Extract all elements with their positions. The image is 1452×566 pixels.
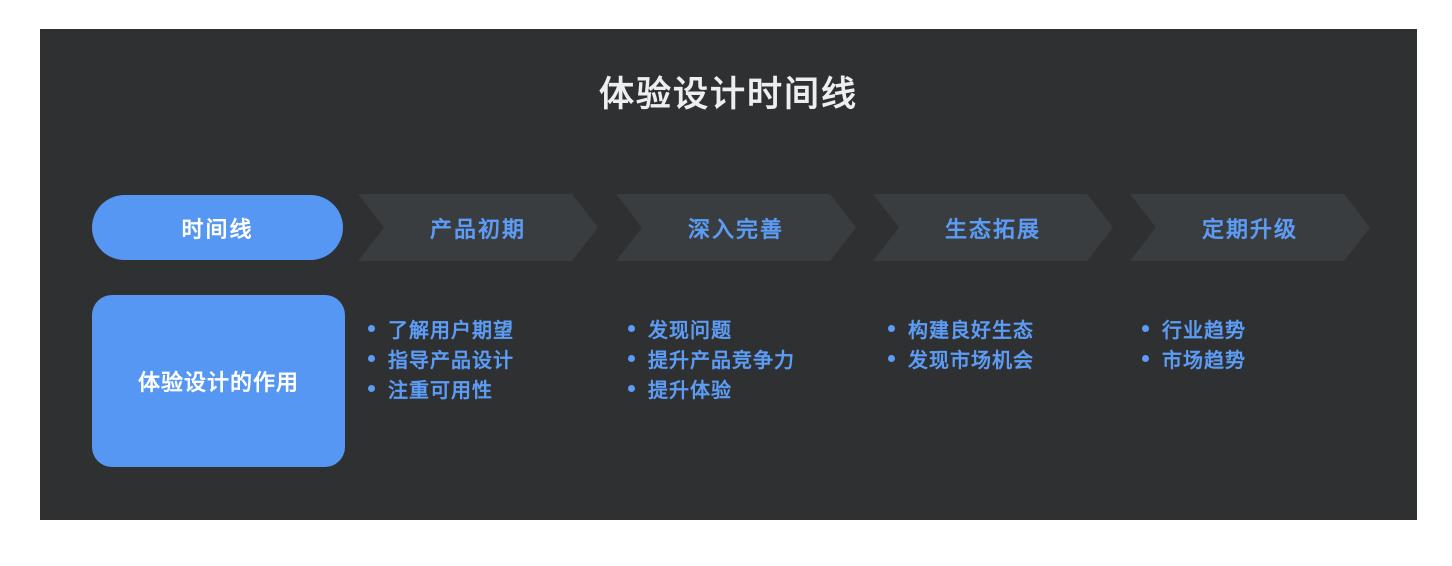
list-item-label: 指导产品设计 (388, 349, 514, 372)
list-item-label: 提升体验 (648, 379, 732, 402)
bullet-icon (888, 324, 895, 332)
bullet-icon (628, 324, 635, 332)
stage-chevron-4: 定期升级 (1130, 194, 1370, 261)
bullet-icon (888, 354, 895, 362)
stage-chevron-2: 深入完善 (616, 194, 856, 261)
list-item: 市场趋势 (1142, 343, 1378, 373)
row-header-label: 体验设计的作用 (137, 370, 299, 395)
stage-chevron-1: 产品初期 (358, 194, 598, 261)
bullet-icon (1142, 324, 1149, 332)
list-item-label: 提升产品竞争力 (648, 349, 795, 372)
stage-label: 深入完善 (687, 216, 784, 242)
list-item: 提升体验 (628, 373, 864, 403)
row-header-box: 体验设计的作用 (92, 295, 345, 467)
stage-label: 产品初期 (429, 216, 526, 242)
list-item: 注重可用性 (368, 373, 604, 403)
list-item: 发现问题 (628, 313, 864, 343)
list-item-label: 市场趋势 (1162, 349, 1246, 372)
list-item-label: 行业趋势 (1162, 319, 1246, 342)
timeline-start-label: 时间线 (181, 216, 254, 242)
bullet-icon (628, 354, 635, 362)
bullet-icon (628, 384, 635, 392)
list-item-label: 发现市场机会 (908, 349, 1034, 372)
list-item: 指导产品设计 (368, 343, 604, 373)
stage-items-3: 构建良好生态 发现市场机会 (888, 313, 1124, 373)
stage-chevron-3: 生态拓展 (873, 194, 1113, 261)
stage-items-1: 了解用户期望 指导产品设计 注重可用性 (368, 313, 604, 403)
stage-items-2: 发现问题 提升产品竞争力 提升体验 (628, 313, 864, 403)
list-item: 构建良好生态 (888, 313, 1124, 343)
timeline-start-pill: 时间线 (92, 195, 343, 260)
bullet-icon (368, 354, 375, 362)
list-item-label: 注重可用性 (388, 379, 493, 402)
list-item: 行业趋势 (1142, 313, 1378, 343)
list-item-label: 构建良好生态 (908, 319, 1034, 342)
list-item: 提升产品竞争力 (628, 343, 864, 373)
stage-label: 定期升级 (1201, 216, 1298, 242)
bullet-icon (368, 324, 375, 332)
list-item-label: 发现问题 (648, 319, 732, 342)
list-item: 了解用户期望 (368, 313, 604, 343)
list-item-label: 了解用户期望 (388, 319, 514, 342)
stage-label: 生态拓展 (944, 216, 1041, 242)
bullet-icon (368, 384, 375, 392)
list-item: 发现市场机会 (888, 343, 1124, 373)
page-title: 体验设计时间线 (598, 75, 858, 114)
bullet-icon (1142, 354, 1149, 362)
timeline-panel: 体验设计时间线 时间线 产品初期 深入完善 生态拓展 定期升级 体验设计的作用 … (40, 29, 1417, 520)
stage-items-4: 行业趋势 市场趋势 (1142, 313, 1378, 373)
